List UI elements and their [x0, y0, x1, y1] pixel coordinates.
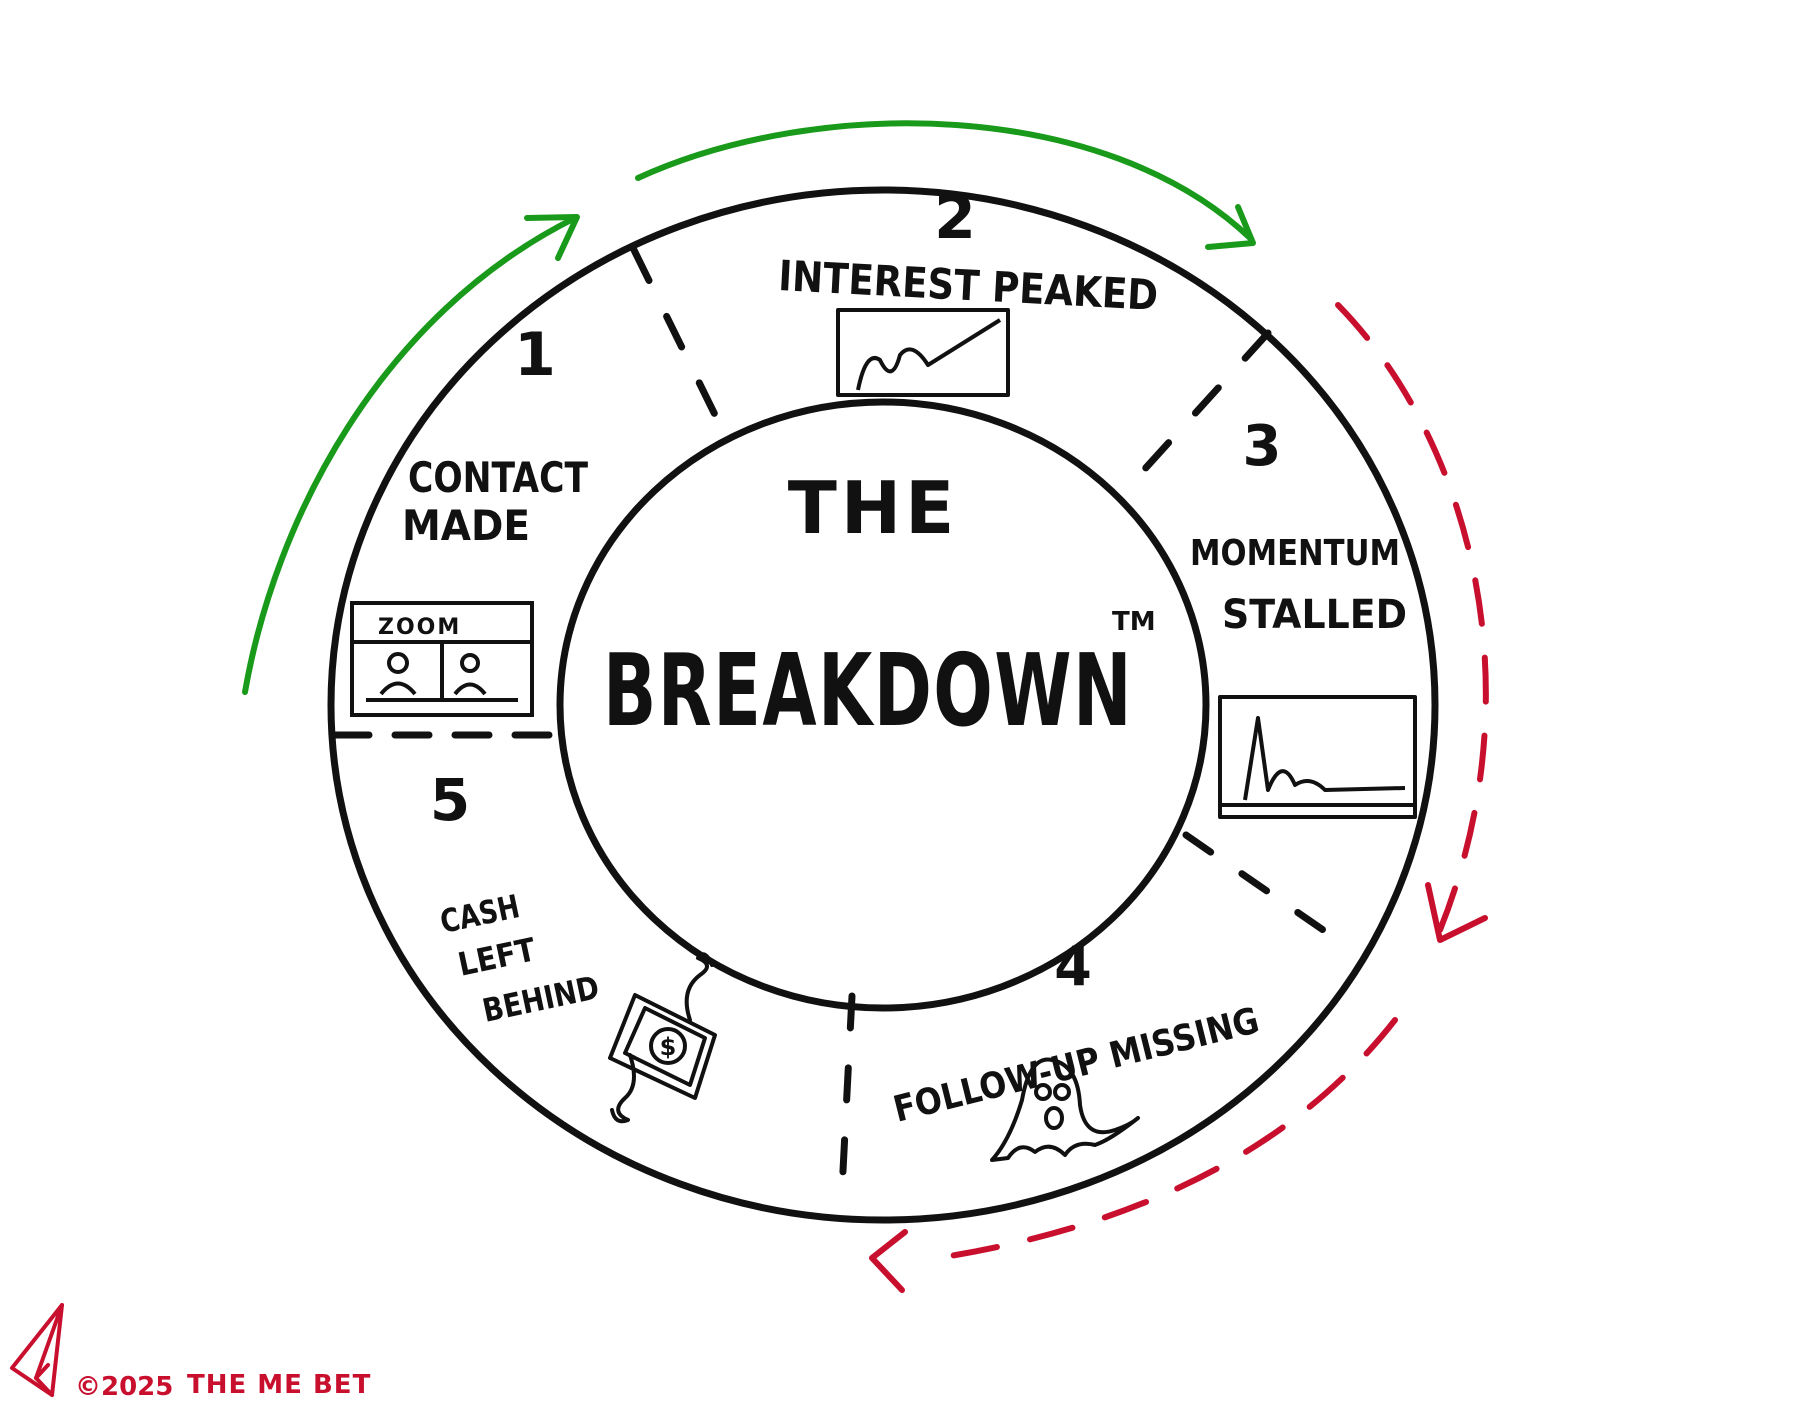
divider-1-2: [630, 246, 724, 429]
spike-decay-chart-icon: [1218, 695, 1417, 819]
red-arrow-right: [1335, 302, 1489, 938]
green-arrow-left: [242, 215, 578, 695]
ghost-icon: [990, 1057, 1140, 1162]
stage-2-number: 2: [934, 183, 976, 253]
stage-2: 2 INTEREST PEAKED: [777, 183, 1159, 397]
rising-chart-icon: [836, 308, 1010, 397]
title-breakdown: BREAKDOWN: [603, 632, 1133, 749]
stage-4: 4 FOLLOW-UP MISSING: [889, 935, 1263, 1162]
stage-1-number: 1: [514, 320, 556, 390]
red-arrowhead-right: [1425, 882, 1488, 943]
video-call-icon: [350, 601, 534, 717]
stage-4-label: FOLLOW-UP MISSING: [889, 1000, 1263, 1131]
footer-copyright: ©2025: [75, 1372, 173, 1402]
stage-1: 1 CONTACT MADE ZOOM: [350, 320, 588, 717]
divider-3-4: [1182, 831, 1356, 954]
stage-5-label-line1: CASH: [437, 887, 523, 941]
trademark-mark: TM: [1112, 607, 1156, 637]
red-arrow-bottom: [922, 1017, 1398, 1263]
stage-5: 5 CASH LEFT BEHIND $: [430, 766, 717, 1124]
zoom-label: ZOOM: [378, 615, 461, 640]
green-arrow-top: [635, 120, 1253, 241]
stage-5-number: 5: [430, 766, 470, 834]
stage-3-label-line2: STALLED: [1222, 592, 1407, 638]
segment-dividers: [331, 246, 1356, 1194]
footer-brand: THE ME BET: [187, 1370, 371, 1400]
red-arrowhead-bottom: [869, 1229, 908, 1293]
stage-1-label-line2: MADE: [402, 501, 530, 550]
green-arrowhead-top: [1205, 204, 1256, 250]
flying-money-icon: [608, 952, 717, 1124]
title-the: THE: [788, 466, 959, 550]
positive-flow-arrows: [242, 120, 1256, 695]
negative-flow-arrows: [869, 302, 1489, 1293]
stage-1-label-line1: CONTACT: [408, 453, 588, 502]
divider-4-5: [838, 992, 856, 1194]
paper-plane-icon: [10, 1303, 64, 1397]
stage-3-label-line1: MOMENTUM: [1190, 533, 1400, 574]
stage-3: 3 MOMENTUM STALLED: [1190, 414, 1417, 819]
stage-3-number: 3: [1243, 414, 1282, 479]
green-arrowhead-left: [524, 214, 580, 261]
stage-5-label-line2: LEFT: [455, 930, 539, 983]
inner-circle: [556, 398, 1210, 1012]
stage-4-number: 4: [1054, 935, 1092, 998]
outer-ring: [327, 186, 1439, 1224]
stage-5-label-line3: BEHIND: [479, 968, 602, 1030]
divider-2-3: [1119, 329, 1272, 497]
money-symbol: $: [660, 1033, 677, 1061]
